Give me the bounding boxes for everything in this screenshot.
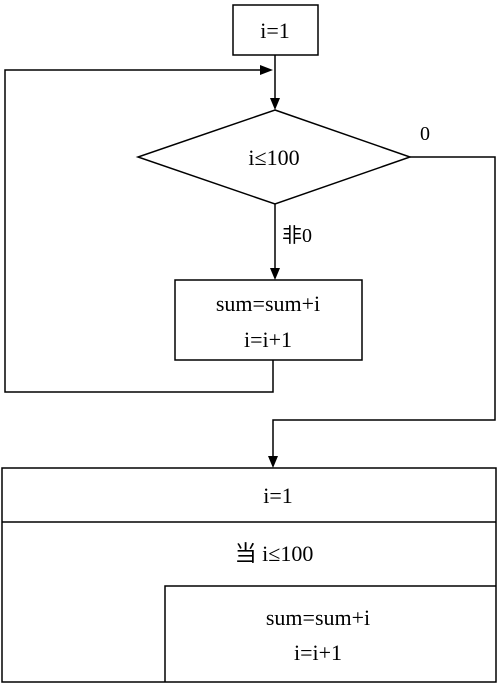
flow-line-exit <box>272 156 496 458</box>
nsd-outer-box <box>1 467 497 683</box>
flowchart-condition-text: i≤100 <box>248 145 299 170</box>
flowchart-body-line1: sum=sum+i <box>216 291 320 316</box>
arrow-exit <box>268 456 278 468</box>
flowchart-body-line2: i=i+1 <box>244 327 292 352</box>
arrow-loop-back <box>260 65 273 75</box>
nsd-loop-header-text: 当 i≤100 <box>235 541 314 566</box>
flowchart-init-box <box>232 4 319 56</box>
flowchart-false-label: 0 <box>420 123 430 145</box>
arrow-into-body <box>270 268 280 280</box>
flow-line-loop-back <box>4 69 274 393</box>
nsd-init-text: i=1 <box>263 483 293 508</box>
flowchart-init-text: i=1 <box>260 18 290 43</box>
flowchart-true-label: 非0 <box>282 224 312 247</box>
nsd-body-line1: sum=sum+i <box>266 605 370 630</box>
arrow-into-decision <box>270 98 280 110</box>
nsd-loop-body-border <box>164 585 496 682</box>
flowchart-body-box <box>174 279 363 361</box>
nsd-body-line2: i=i+1 <box>294 640 342 665</box>
